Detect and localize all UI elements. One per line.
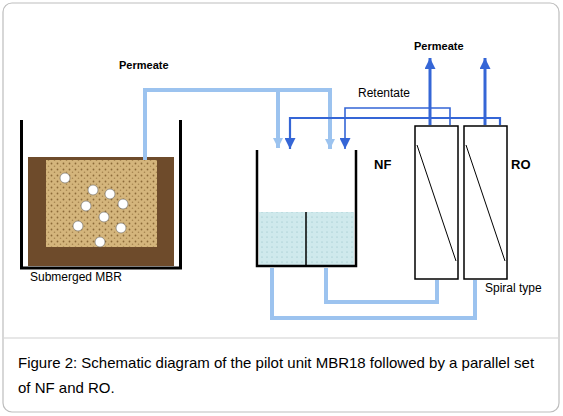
membrane-module bbox=[46, 160, 157, 247]
permeate-outlet bbox=[484, 58, 487, 125]
node-outline bbox=[463, 125, 543, 280]
tank-wall bbox=[22, 120, 181, 268]
ro-module: RO bbox=[463, 125, 543, 280]
air-bubble bbox=[73, 221, 83, 231]
permeate-riser bbox=[143, 120, 147, 160]
module-diagonal bbox=[417, 145, 456, 261]
figure-caption: Figure 2: Schematic diagram of the pilot… bbox=[18, 350, 546, 400]
mbr-tank: Submerged MBR bbox=[20, 120, 182, 290]
module-label: NF bbox=[374, 157, 391, 172]
air-bubble bbox=[116, 223, 126, 233]
buffer-tank bbox=[255, 150, 358, 268]
permeate-branch bbox=[276, 90, 280, 148]
tank-divider bbox=[305, 212, 307, 265]
caption-rule bbox=[4, 338, 558, 339]
sludge bbox=[28, 157, 174, 266]
air-bubble bbox=[88, 185, 98, 195]
flow-line bbox=[145, 90, 330, 149]
frame-border bbox=[3, 3, 559, 412]
spiral-module bbox=[464, 126, 507, 279]
module-type-note: Spiral type bbox=[485, 281, 542, 295]
permeate-outlet bbox=[429, 58, 432, 125]
module-diagonal bbox=[466, 145, 505, 261]
air-bubble bbox=[95, 237, 105, 247]
nf-module: NF bbox=[370, 125, 460, 280]
unit-label: Submerged MBR bbox=[30, 270, 122, 284]
air-bubble bbox=[81, 201, 91, 211]
spiral-module bbox=[415, 126, 458, 279]
tank-wall bbox=[257, 150, 356, 266]
air-bubble bbox=[105, 189, 115, 199]
node-outline bbox=[255, 150, 358, 268]
node-outline bbox=[20, 120, 182, 290]
flow-label: Retentate bbox=[357, 86, 411, 100]
air-bubble bbox=[60, 173, 70, 183]
flow-label: Permeate bbox=[414, 40, 464, 52]
node-outline bbox=[370, 125, 460, 280]
flow-label: Permeate bbox=[118, 59, 170, 71]
air-bubble bbox=[118, 199, 128, 209]
air-bubble bbox=[99, 212, 109, 222]
module-label: RO bbox=[511, 157, 531, 172]
water bbox=[259, 212, 354, 265]
